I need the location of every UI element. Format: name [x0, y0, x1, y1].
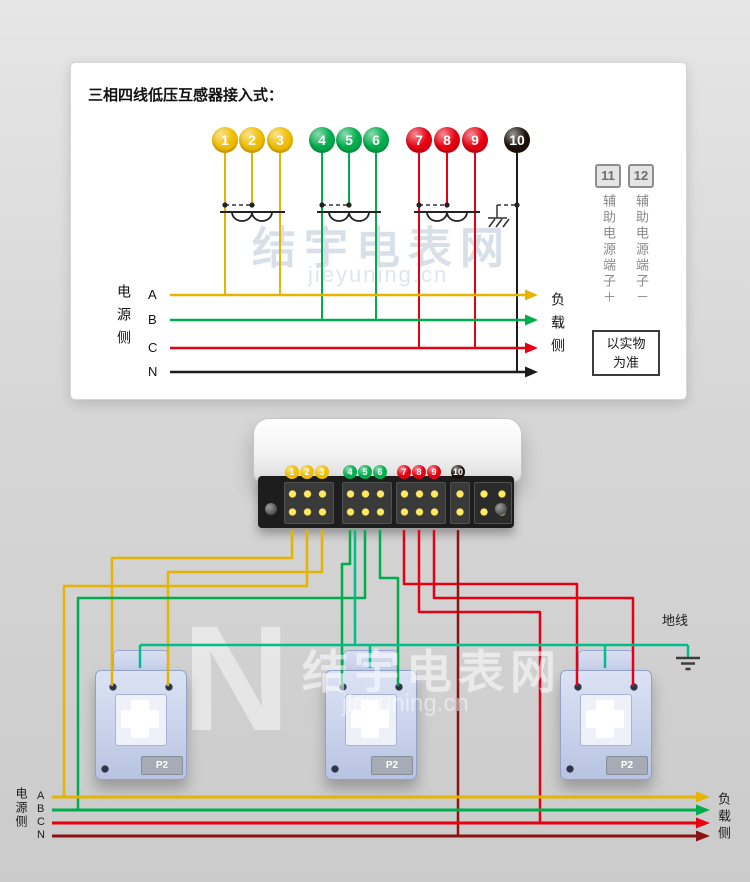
- aux-minus-label: 辅助电源端子－: [634, 194, 649, 306]
- diagram-title: 三相四线低压互感器接入式：: [88, 87, 284, 104]
- watermark-text-top: 结宇电表网: [252, 224, 512, 273]
- phase-b-label-top: B: [148, 312, 157, 327]
- terminal-circle-3: 3: [267, 127, 293, 153]
- terminal-group-7-9: [396, 482, 446, 524]
- terminal-circle-4: 4: [309, 127, 335, 153]
- ct-hole: [121, 710, 159, 728]
- meter-terminal-6: 6: [373, 465, 387, 479]
- bus-c-label: C: [37, 816, 45, 828]
- meter-terminal-3: 3: [315, 465, 329, 479]
- terminal-circle-9: 9: [462, 127, 488, 153]
- ct-hole: [586, 710, 624, 728]
- wire-phase-c-top: [418, 153, 476, 348]
- aux-plus-label: 辅助电源端子＋: [601, 194, 616, 306]
- phase-a-label-top: A: [148, 287, 157, 302]
- bus-n-label: N: [37, 829, 45, 841]
- terminal-circle-5: 5: [336, 127, 362, 153]
- strip-screw-right: [495, 503, 507, 515]
- ground-icon: [488, 217, 510, 228]
- terminal-circle-8: 8: [434, 127, 460, 153]
- terminal-circle-10: 10: [504, 127, 530, 153]
- wire-phase-a-top: [224, 153, 281, 295]
- terminal-group-10: [450, 482, 470, 524]
- wire-t1-ct1: [110, 530, 294, 686]
- ground-icon-bottom: [676, 656, 700, 671]
- meter-terminal-strip: [258, 476, 514, 528]
- watermark-logo: N: [182, 594, 291, 762]
- source-side-label-top: 电源侧: [116, 284, 132, 353]
- terminal-group-1-3: [284, 482, 334, 524]
- aux-terminal-12: 12: [628, 164, 654, 188]
- terminal-circle-1: 1: [212, 127, 238, 153]
- current-transformer-b: P2: [325, 650, 417, 780]
- wire-t5-busB: [76, 530, 367, 810]
- watermark-url-bottom: jieyuning.cn: [342, 690, 469, 717]
- wire-t9-ct3: [432, 530, 635, 686]
- top-diagram-panel: [70, 62, 687, 400]
- bottom-wires: [52, 530, 710, 842]
- bus-b-label: B: [37, 803, 45, 815]
- meter-terminal-5: 5: [358, 465, 372, 479]
- current-transformer-c: P2: [560, 650, 652, 780]
- meter-terminal-2: 2: [300, 465, 314, 479]
- top-wires: [170, 153, 538, 378]
- phase-n-label-top: N: [148, 364, 158, 379]
- terminal-circle-6: 6: [363, 127, 389, 153]
- ct-plate-label: P2: [606, 756, 648, 775]
- load-side-label-top: 负载侧: [550, 292, 566, 361]
- meter-terminal-7: 7: [397, 465, 411, 479]
- meter-terminal-8: 8: [412, 465, 426, 479]
- bus-a-label: A: [37, 790, 45, 802]
- ct-plate-label: P2: [141, 756, 183, 775]
- arrow-icons-bottom: [696, 791, 710, 842]
- terminal-circle-7: 7: [406, 127, 432, 153]
- wire-t2-busA: [62, 530, 309, 797]
- meter-terminal-9: 9: [427, 465, 441, 479]
- disclaimer-box: 以实物为准: [592, 330, 660, 376]
- ground-wire: [138, 530, 690, 668]
- wire-phase-b-top: [321, 153, 377, 320]
- phase-c-label-top: C: [148, 340, 158, 355]
- aux-terminal-11: 11: [595, 164, 621, 188]
- meter-terminal-1: 1: [285, 465, 299, 479]
- wire-t6-ct2: [378, 530, 400, 686]
- current-transformer-a: P2: [95, 650, 187, 780]
- wire-t3-ct1: [166, 530, 324, 686]
- terminal-group-aux: [474, 482, 512, 524]
- watermark-text-bottom: 结宇电表网: [302, 646, 562, 698]
- load-side-label-bottom: 负载侧: [716, 792, 731, 843]
- wire-t8-busC: [417, 530, 542, 823]
- meter-terminal-10: 10: [451, 465, 465, 479]
- watermark-url-top: jieyuning.cn: [308, 262, 449, 287]
- junction-dots: [222, 202, 520, 208]
- wire-t7-ct3: [402, 530, 579, 686]
- source-side-label-bottom: 电源侧: [14, 787, 28, 829]
- ground-wire-label: 地线: [662, 613, 689, 628]
- terminal-circle-2: 2: [239, 127, 265, 153]
- wire-t4-ct2: [340, 530, 352, 686]
- ct-plate-label: P2: [371, 756, 413, 775]
- ct-hole: [351, 710, 389, 728]
- disclaimer-text: 以实物为准: [606, 336, 646, 370]
- terminal-group-4-6: [342, 482, 392, 524]
- strip-screw-left: [265, 503, 277, 515]
- arrow-icons-top: [525, 289, 538, 378]
- meter-terminal-4: 4: [343, 465, 357, 479]
- ct-coil-symbols: [231, 211, 468, 222]
